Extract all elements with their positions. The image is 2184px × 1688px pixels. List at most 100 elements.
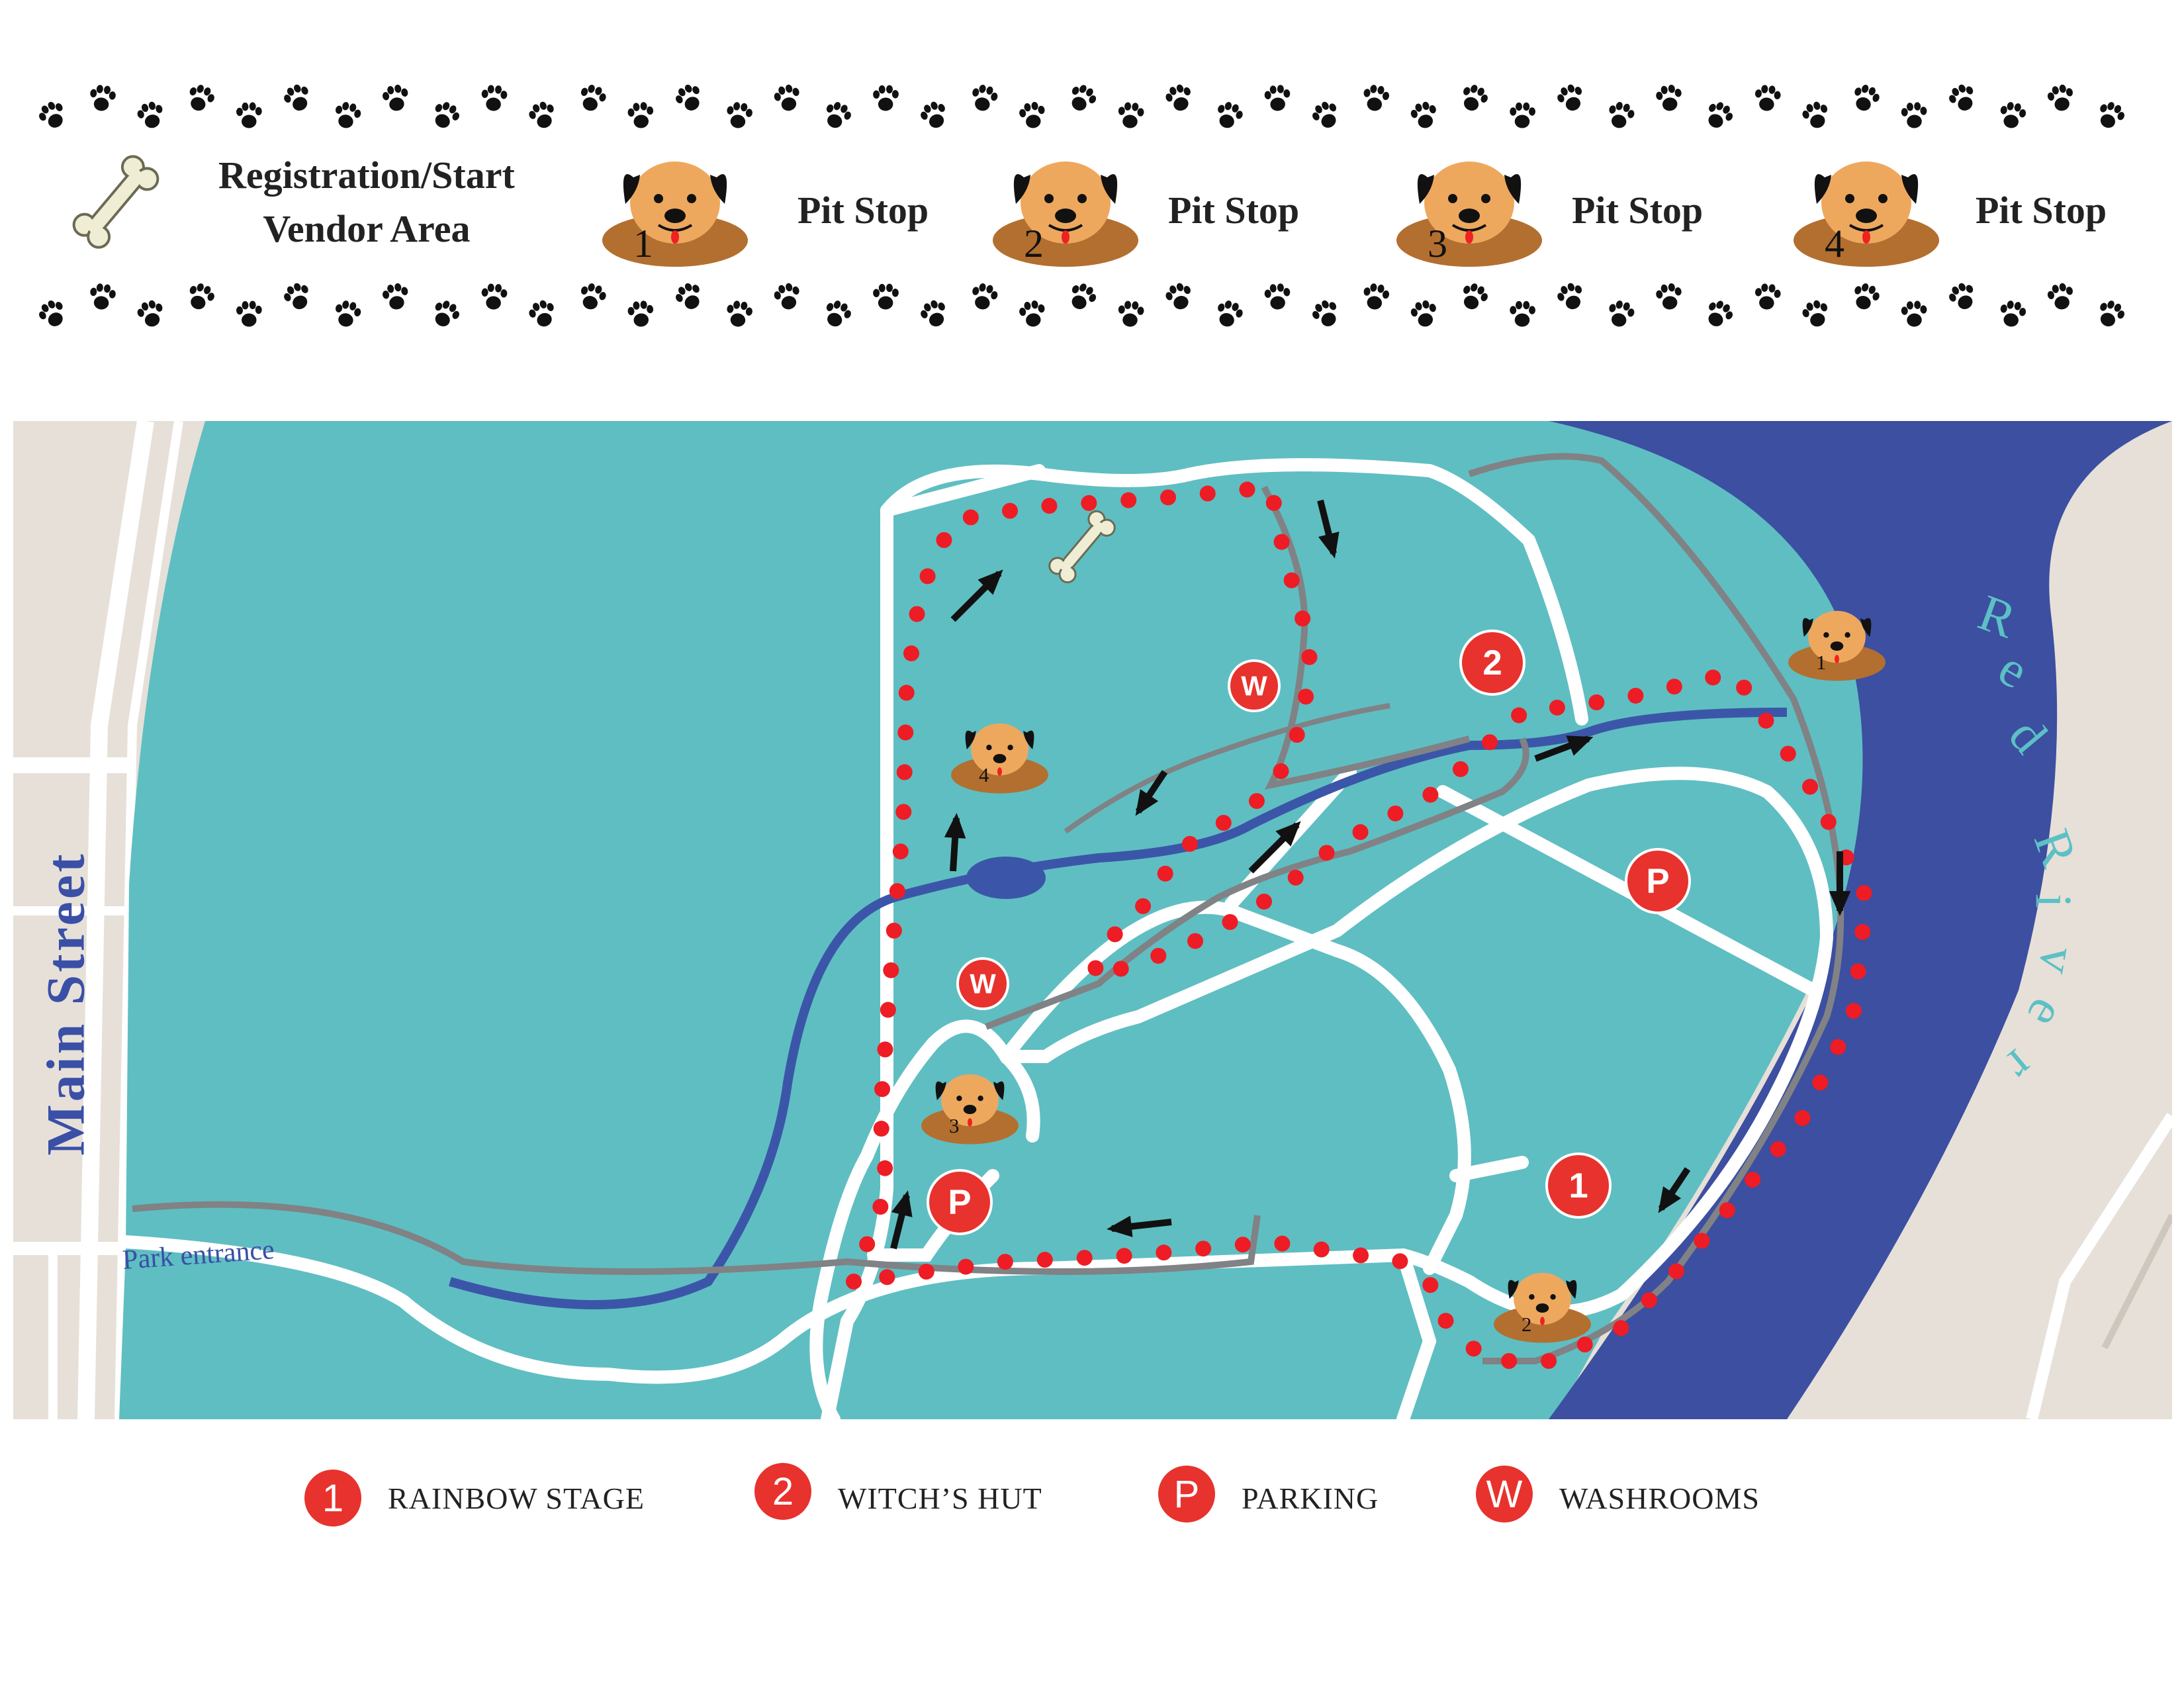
legend-pit-stop-3: 3 Pit Stop xyxy=(1393,151,1703,270)
paw-print-icon xyxy=(580,283,606,310)
route-dot xyxy=(1736,679,1752,696)
dog-face-graphic xyxy=(602,162,748,267)
paw-print-icon xyxy=(1264,85,1291,111)
route-dot xyxy=(1298,688,1314,705)
bone-icon xyxy=(72,155,159,249)
route-dot xyxy=(1116,1248,1132,1264)
paw-print-icon xyxy=(435,102,460,128)
route-dot xyxy=(918,1264,934,1280)
dog-face-icon: 4 xyxy=(1794,162,1939,267)
route-dot xyxy=(1181,835,1198,852)
paw-print-icon xyxy=(921,300,945,327)
route-dot xyxy=(1150,947,1167,964)
paw-print-icon xyxy=(1949,283,1974,309)
direction-arrow-icon xyxy=(1534,735,1594,762)
route-dot xyxy=(874,1081,891,1098)
route-dot xyxy=(1422,786,1439,803)
route-dot xyxy=(1289,727,1305,743)
paw-print-icon xyxy=(1071,85,1097,111)
paw-print-icon xyxy=(873,283,899,310)
paw-print-icon xyxy=(627,102,654,128)
route-dot xyxy=(1576,1336,1593,1353)
registration-line-1: Registration/Start xyxy=(218,153,515,197)
route-dot xyxy=(1195,1241,1212,1257)
legend-parking: P PARKING xyxy=(1158,1466,1379,1523)
paw-print-icon xyxy=(1165,84,1191,111)
route-dot xyxy=(1107,926,1123,943)
route-dot xyxy=(1295,610,1311,627)
dog-face-graphic xyxy=(993,162,1138,267)
legend-registration: Registration/Start Vendor Area xyxy=(60,142,515,261)
dog-face-graphic xyxy=(1794,162,1939,267)
route-dot xyxy=(1668,1263,1684,1280)
route-dot xyxy=(1041,498,1058,514)
pit-stop-4-marker: 4 xyxy=(951,723,1048,794)
route-dot xyxy=(1265,494,1282,511)
route-dot xyxy=(898,684,915,701)
pit-stop-2-marker: 2 xyxy=(1494,1272,1591,1343)
paw-print-icon xyxy=(727,301,752,327)
paw-print-icon xyxy=(774,283,799,310)
direction-arrow-icon xyxy=(944,813,966,872)
route-dot xyxy=(1422,1277,1439,1293)
marker-label: 2 xyxy=(1482,643,1502,682)
route-dot xyxy=(1283,572,1300,588)
paw-print-icon xyxy=(2000,102,2026,128)
route-dot xyxy=(1273,763,1289,780)
paw-print-icon xyxy=(481,283,508,310)
route-dot xyxy=(1318,845,1335,861)
route-dot xyxy=(1845,1003,1862,1019)
paw-print-icon xyxy=(1901,301,1927,327)
route-dot xyxy=(1541,1352,1557,1369)
route-dot xyxy=(962,509,979,526)
route-dot xyxy=(1613,1320,1629,1336)
paw-print-icon xyxy=(1510,301,1535,327)
bottom-legend: 1 RAINBOW STAGE 2 WITCH’S HUT P PARKING … xyxy=(0,1463,2184,1562)
paw-print-icon xyxy=(1656,283,1682,310)
route-dot xyxy=(1501,1353,1518,1369)
pit-stop-number: 1 xyxy=(1816,651,1826,674)
paw-print-icon xyxy=(1557,84,1582,111)
paw-print-icon xyxy=(529,101,554,128)
route-dot xyxy=(872,1198,889,1215)
route-dot xyxy=(873,1121,889,1137)
paw-print-icon xyxy=(39,101,63,128)
paw-print-icon xyxy=(137,300,163,327)
legend-pit-stop-1: 1 Pit Stop xyxy=(599,151,929,270)
paw-print-icon xyxy=(1312,101,1337,128)
parking-marker: P xyxy=(1625,848,1691,914)
route-dot xyxy=(892,843,909,860)
top-legend: Registration/Start Vendor Area 1 Pit Sto… xyxy=(0,0,2184,371)
paw-print-icon xyxy=(1609,102,1635,128)
paw-print-icon xyxy=(529,300,554,327)
direction-arrow-icon xyxy=(1829,851,1851,916)
route-dot xyxy=(1452,761,1469,777)
legend-rainbow-stage: 1 RAINBOW STAGE xyxy=(304,1470,645,1526)
paw-print-icon xyxy=(2047,84,2073,111)
route-dot xyxy=(1313,1241,1330,1258)
route-dot xyxy=(1802,778,1819,795)
route-dot xyxy=(1352,824,1369,841)
route-dot xyxy=(859,1236,876,1252)
rainbow-stage-marker: 1 xyxy=(1545,1152,1612,1219)
paw-print-icon xyxy=(1363,283,1390,310)
paw-print-icon xyxy=(826,301,851,327)
legend-label: WITCH’S HUT xyxy=(838,1481,1042,1515)
paw-print-icon xyxy=(284,84,308,111)
registration-label: Registration/Start Vendor Area xyxy=(218,148,515,256)
route-dot xyxy=(1482,734,1498,751)
paw-print-icon-row xyxy=(39,84,2124,128)
paw-print-icon xyxy=(1656,84,1682,111)
route-dot xyxy=(895,804,912,820)
paw-print-icon xyxy=(1510,102,1535,128)
registration-line-2: Vendor Area xyxy=(263,207,471,250)
route-dot xyxy=(883,962,899,978)
paw-print-icon xyxy=(1218,102,1243,128)
paw-print-icon xyxy=(873,85,899,111)
paw-print-icon xyxy=(1264,283,1291,310)
walk-route xyxy=(846,481,1872,1369)
paw-print-icon xyxy=(1754,283,1781,310)
direction-arrow-icon xyxy=(1248,821,1301,874)
